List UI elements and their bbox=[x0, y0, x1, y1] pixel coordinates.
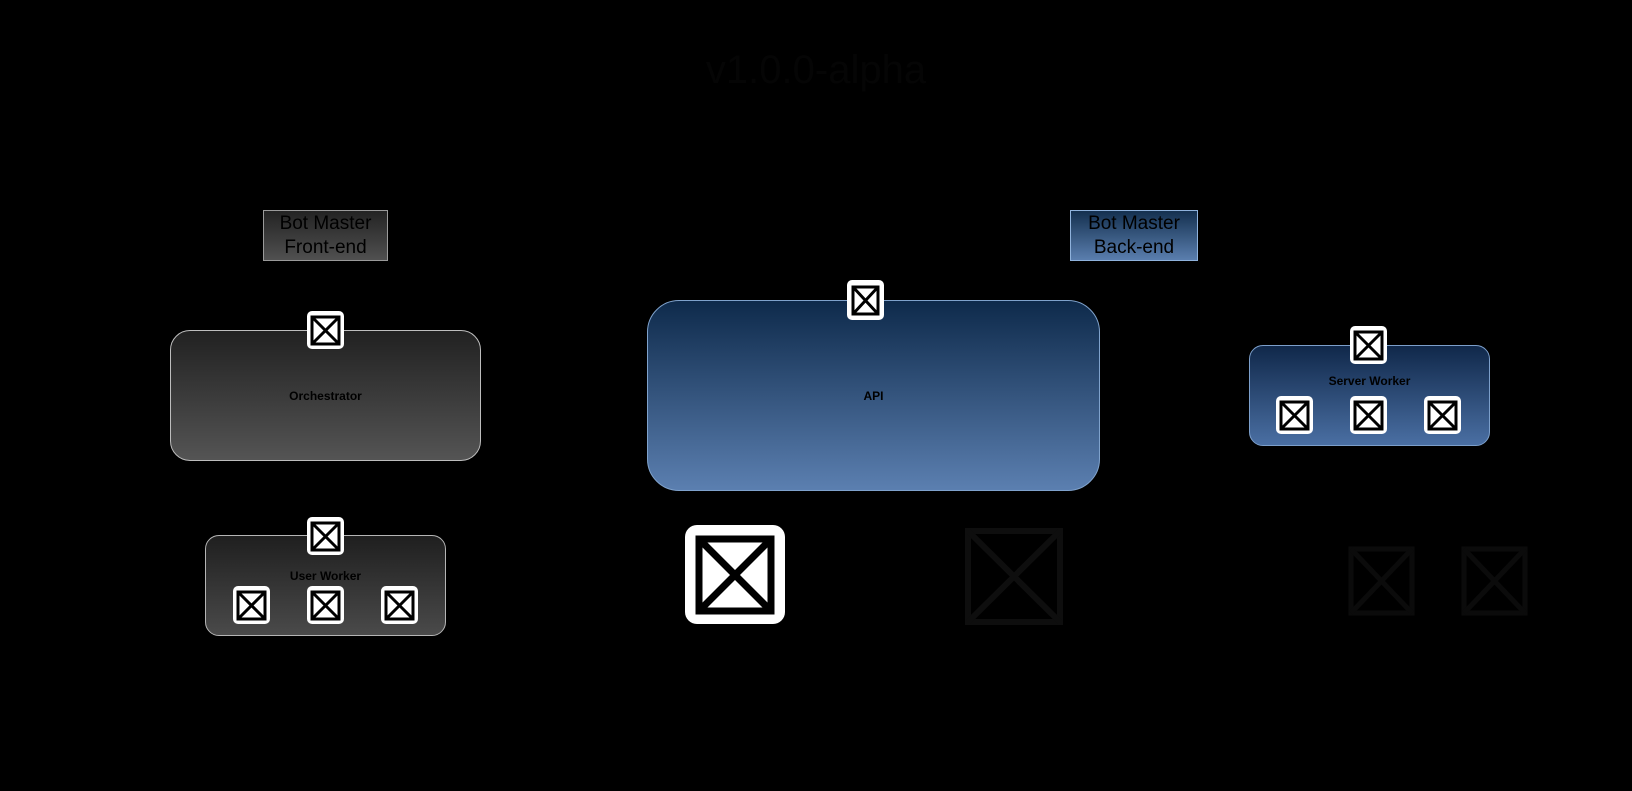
orchestrator-node[interactable]: Orchestrator bbox=[170, 330, 481, 461]
legend-backend: Bot Master Back-end bbox=[1070, 210, 1198, 261]
user-worker-broken-image-icon bbox=[307, 517, 344, 555]
legend-frontend-line2: Front-end bbox=[284, 237, 367, 258]
orchestrator-broken-image-icon bbox=[307, 311, 344, 349]
api-label: API bbox=[863, 388, 884, 403]
orchestrator-label: Orchestrator bbox=[289, 388, 362, 403]
legend-backend-line2: Back-end bbox=[1093, 237, 1175, 258]
user-worker-child-3-broken-image-icon bbox=[381, 586, 418, 624]
legend-backend-line1: Bot Master bbox=[1088, 213, 1180, 234]
user-worker-child-2-broken-image-icon bbox=[307, 586, 344, 624]
ghost-broken-image-icon-2 bbox=[1348, 546, 1415, 616]
legend-frontend-line1: Bot Master bbox=[279, 213, 372, 234]
user-worker-child-1-broken-image-icon bbox=[233, 586, 270, 624]
legend-frontend: Bot Master Front-end bbox=[263, 210, 388, 261]
api-node[interactable]: API bbox=[647, 300, 1100, 491]
ghost-broken-image-icon-3 bbox=[1461, 546, 1528, 616]
server-worker-child-1-broken-image-icon bbox=[1276, 396, 1313, 434]
database-broken-image-icon bbox=[685, 525, 785, 624]
server-worker-label: Server Worker bbox=[1328, 374, 1411, 388]
ghost-broken-image-icon-1 bbox=[964, 527, 1064, 626]
user-worker-label: User Worker bbox=[289, 569, 362, 583]
diagram-title: v1.0.0-alpha bbox=[705, 48, 927, 92]
server-worker-child-2-broken-image-icon bbox=[1350, 396, 1387, 434]
server-worker-broken-image-icon bbox=[1350, 326, 1387, 364]
api-broken-image-icon bbox=[847, 280, 884, 320]
server-worker-child-3-broken-image-icon bbox=[1424, 396, 1461, 434]
